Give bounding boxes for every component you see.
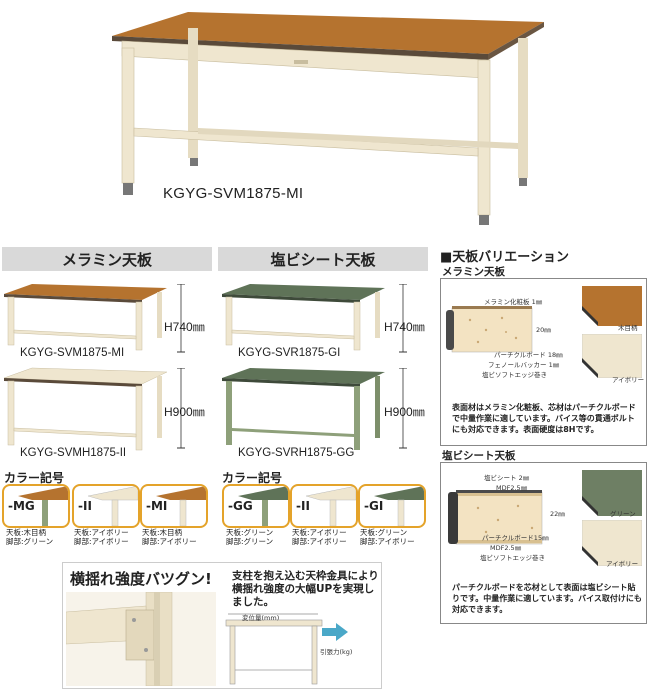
mel-label-5: 塩ビソフトエッジ巻き bbox=[482, 371, 547, 379]
mel-label-3: パーチクルボード 18㎜ bbox=[494, 351, 563, 359]
hero-table-image bbox=[112, 12, 544, 225]
pvc-label-1: 塩ビシート 2㎜ bbox=[484, 474, 530, 482]
melamine-740-model: KGYG-SVM1875-MI bbox=[20, 347, 125, 359]
swatch-gg-note: 天板:グリーン 脚部:グリーン bbox=[226, 528, 274, 546]
pvc-label-6: 塩ビソフトエッジ巻き bbox=[480, 554, 545, 562]
mel-label-4: フェノールバッカー 1㎜ bbox=[488, 361, 560, 369]
height-dim-line bbox=[399, 368, 407, 449]
swatch-ii-pvc-graphic bbox=[305, 486, 356, 526]
swatch-ii-graphic bbox=[87, 486, 138, 526]
pvc-table-740-image bbox=[222, 284, 385, 351]
swatch-ii: -II bbox=[72, 484, 140, 528]
swatch-ii-pvc: -II bbox=[290, 484, 358, 528]
melamine-variation-subtitle: メラミン天板 bbox=[442, 266, 505, 278]
pvc-740-model: KGYG-SVR1875-GI bbox=[238, 347, 341, 359]
melamine-900-model: KGYG-SVMH1875-II bbox=[20, 447, 127, 459]
swatch-mg: -MG bbox=[2, 484, 70, 528]
swatch-gi: -GI bbox=[358, 484, 426, 528]
swatch-ii-pvc-code: -II bbox=[296, 499, 310, 513]
pvc-label-4: パーチクルボード15㎜ bbox=[482, 534, 549, 542]
melamine-section-header: メラミン天板 bbox=[2, 247, 212, 271]
melamine-ivory-chip bbox=[582, 334, 642, 378]
pvc-chip-label-green: グリーン bbox=[610, 510, 636, 518]
pvc-ivory-chip bbox=[582, 520, 642, 566]
swatch-mi-note: 天板:木目柄 脚部:アイボリー bbox=[142, 528, 197, 546]
swatch-gi-note: 天板:グリーン 脚部:アイボリー bbox=[360, 528, 415, 546]
melamine-table-740-image bbox=[4, 284, 167, 351]
swatch-gg-graphic bbox=[238, 486, 288, 526]
swatch-ii-code: -II bbox=[78, 499, 92, 513]
pvc-label-5: MDF2.5㎜ bbox=[490, 544, 522, 552]
diagram-force-label: 引張力(kg) bbox=[320, 648, 353, 656]
pvc-crosssection bbox=[448, 490, 543, 545]
pvc-740-height: H740㎜ bbox=[384, 320, 425, 334]
diagram-displacement-label: 変位量(mm) bbox=[242, 614, 280, 622]
pvc-900-model: KGYG-SVRH1875-GG bbox=[238, 447, 355, 459]
mel-label-1: メラミン化粧板 1㎜ bbox=[484, 298, 543, 306]
swatch-mi-code: -MI bbox=[146, 499, 168, 513]
swatch-gi-graphic bbox=[374, 486, 424, 526]
melamine-wood-chip bbox=[582, 286, 642, 326]
height-dim-line bbox=[177, 368, 185, 449]
swatch-gg: -GG bbox=[222, 484, 290, 528]
melamine-crosssection bbox=[446, 306, 533, 353]
mel-chip-label-wood: 木目柄 bbox=[618, 324, 638, 332]
strength-text: 支柱を抱え込む天枠金具により横揺れ強度の大幅UPを実現しました。 bbox=[232, 570, 379, 608]
pvc-description: パーチクルボードを芯材として表面は塩ビシート貼りです。中量作業に適しています。バ… bbox=[452, 583, 642, 614]
melamine-740-height: H740㎜ bbox=[164, 320, 205, 334]
melamine-900-height: H900㎜ bbox=[164, 405, 205, 419]
pvc-label-3: 22㎜ bbox=[550, 510, 565, 518]
variation-title: ■天板バリエーション bbox=[440, 250, 570, 265]
swatch-gg-code: -GG bbox=[228, 499, 253, 513]
melamine-description: 表面材はメラミン化粧板、芯材はパーチクルボードで中量作業に適しています。バイス等… bbox=[452, 403, 636, 434]
height-dim-line bbox=[399, 284, 407, 353]
mel-label-2: 20㎜ bbox=[536, 326, 551, 334]
swatch-mi-graphic bbox=[156, 486, 206, 526]
strength-diagram bbox=[225, 613, 348, 685]
height-dim-line bbox=[177, 284, 185, 353]
melamine-color-title: カラー記号 bbox=[4, 471, 65, 485]
pvc-table-900-image bbox=[222, 368, 385, 450]
hero-model-caption: KGYG-SVM1875-MI bbox=[163, 185, 304, 202]
swatch-ii-pvc-note: 天板:アイボリー 脚部:アイボリー bbox=[292, 528, 347, 546]
pvc-green-chip bbox=[582, 470, 642, 516]
swatch-mg-note: 天板:木目柄 脚部:グリーン bbox=[6, 528, 54, 546]
strength-title: 横揺れ強度バツグン! bbox=[70, 570, 212, 588]
pvc-section-header: 塩ビシート天板 bbox=[218, 247, 428, 271]
pvc-chip-label-ivory: アイボリー bbox=[606, 560, 639, 568]
pvc-label-2: MDF2.5㎜ bbox=[496, 484, 528, 492]
swatch-gi-code: -GI bbox=[364, 499, 384, 513]
swatch-mg-graphic bbox=[18, 486, 68, 526]
pvc-color-title: カラー記号 bbox=[222, 471, 283, 485]
pvc-variation-subtitle: 塩ビシート天板 bbox=[442, 450, 516, 462]
bracket-closeup-image bbox=[66, 592, 216, 686]
pvc-900-height: H900㎜ bbox=[384, 405, 425, 419]
melamine-table-900-image bbox=[3, 367, 168, 451]
swatch-mg-code: -MG bbox=[8, 499, 35, 513]
swatch-ii-note: 天板:アイボリー 脚部:アイボリー bbox=[74, 528, 129, 546]
swatch-mi: -MI bbox=[140, 484, 208, 528]
mel-chip-label-ivory: アイボリー bbox=[612, 376, 645, 384]
